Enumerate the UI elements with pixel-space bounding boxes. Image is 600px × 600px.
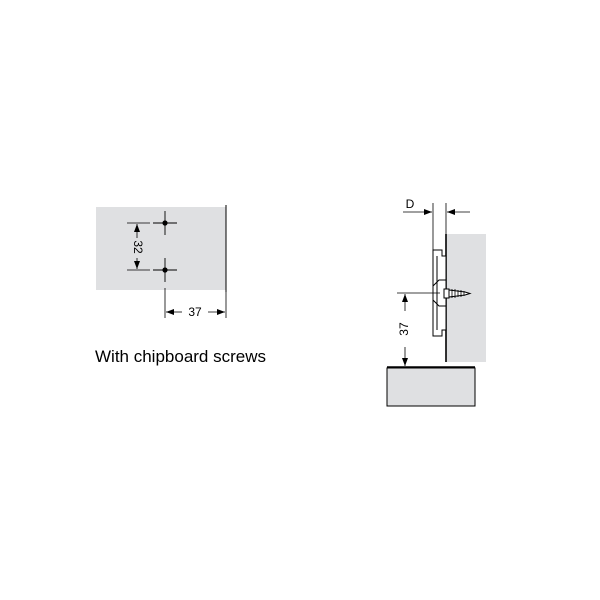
- dimension-depth-label: D: [406, 197, 415, 211]
- dimension-horizontal-label: 37: [188, 305, 202, 319]
- screw-hole-bottom: [153, 258, 177, 282]
- drilling-pattern-drawing: 32 37: [96, 205, 227, 319]
- dimension-horizontal: 37: [164, 288, 227, 319]
- cabinet-side-panel: [96, 207, 226, 290]
- dimension-vertical-label: 32: [131, 240, 145, 254]
- cabinet-wall: [446, 234, 486, 362]
- chipboard-screw: [443, 288, 472, 299]
- side-view-drawing: D 37: [386, 197, 486, 407]
- caption-text: With chipboard screws: [95, 347, 267, 366]
- dimension-depth: D: [403, 197, 470, 250]
- screw-hole-top: [153, 211, 177, 235]
- dimension-vertical: 32: [127, 222, 150, 271]
- dimension-height-label: 37: [397, 322, 411, 336]
- dimension-height: 37: [397, 292, 440, 366]
- cabinet-bottom-panel: [386, 367, 476, 407]
